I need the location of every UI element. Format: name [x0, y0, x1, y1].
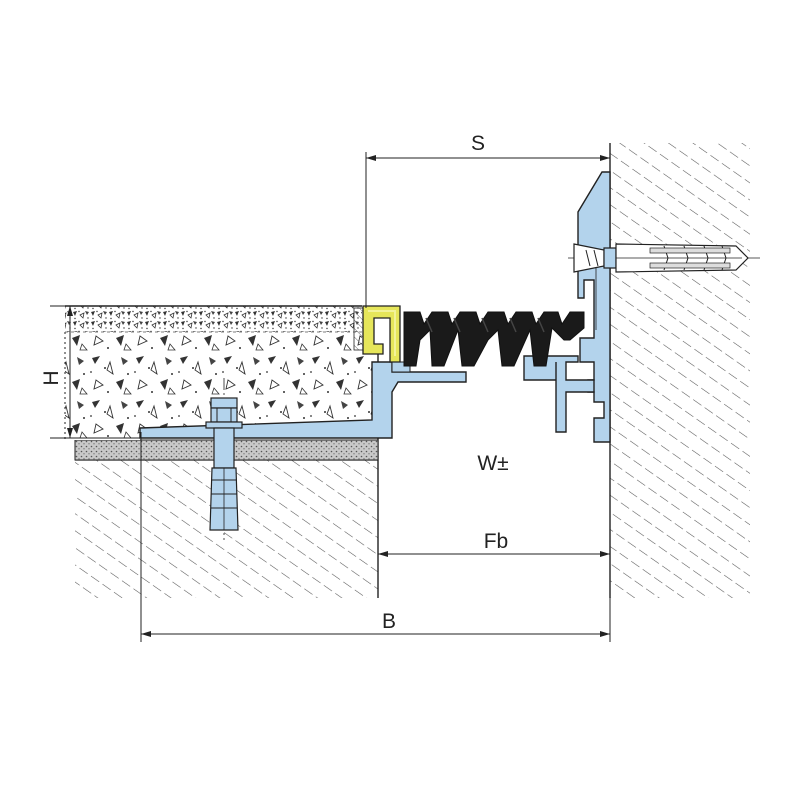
screed-layer — [64, 332, 372, 440]
dimension-b: B — [140, 432, 611, 642]
right-wall-anchor — [568, 243, 760, 273]
dimension-label-fb: Fb — [484, 530, 509, 553]
dimension-s: S — [365, 132, 610, 308]
dimension-label-s: S — [471, 132, 485, 155]
dimension-label-b: B — [382, 610, 396, 633]
floor-topping-layer — [65, 305, 362, 333]
dimension-label-h: H — [40, 370, 63, 385]
rubber-seal — [403, 311, 585, 367]
right-aluminium-profile — [523, 171, 611, 443]
right-wall-substrate — [609, 143, 750, 598]
left-anchor-bolt — [205, 378, 243, 540]
joint-filler — [353, 307, 364, 351]
dimension-w: W± — [477, 452, 508, 475]
yellow-insert — [362, 305, 401, 363]
dimension-h: H — [40, 305, 140, 439]
dimension-label-w: W± — [477, 452, 508, 475]
dimension-fb: Fb — [378, 530, 610, 557]
